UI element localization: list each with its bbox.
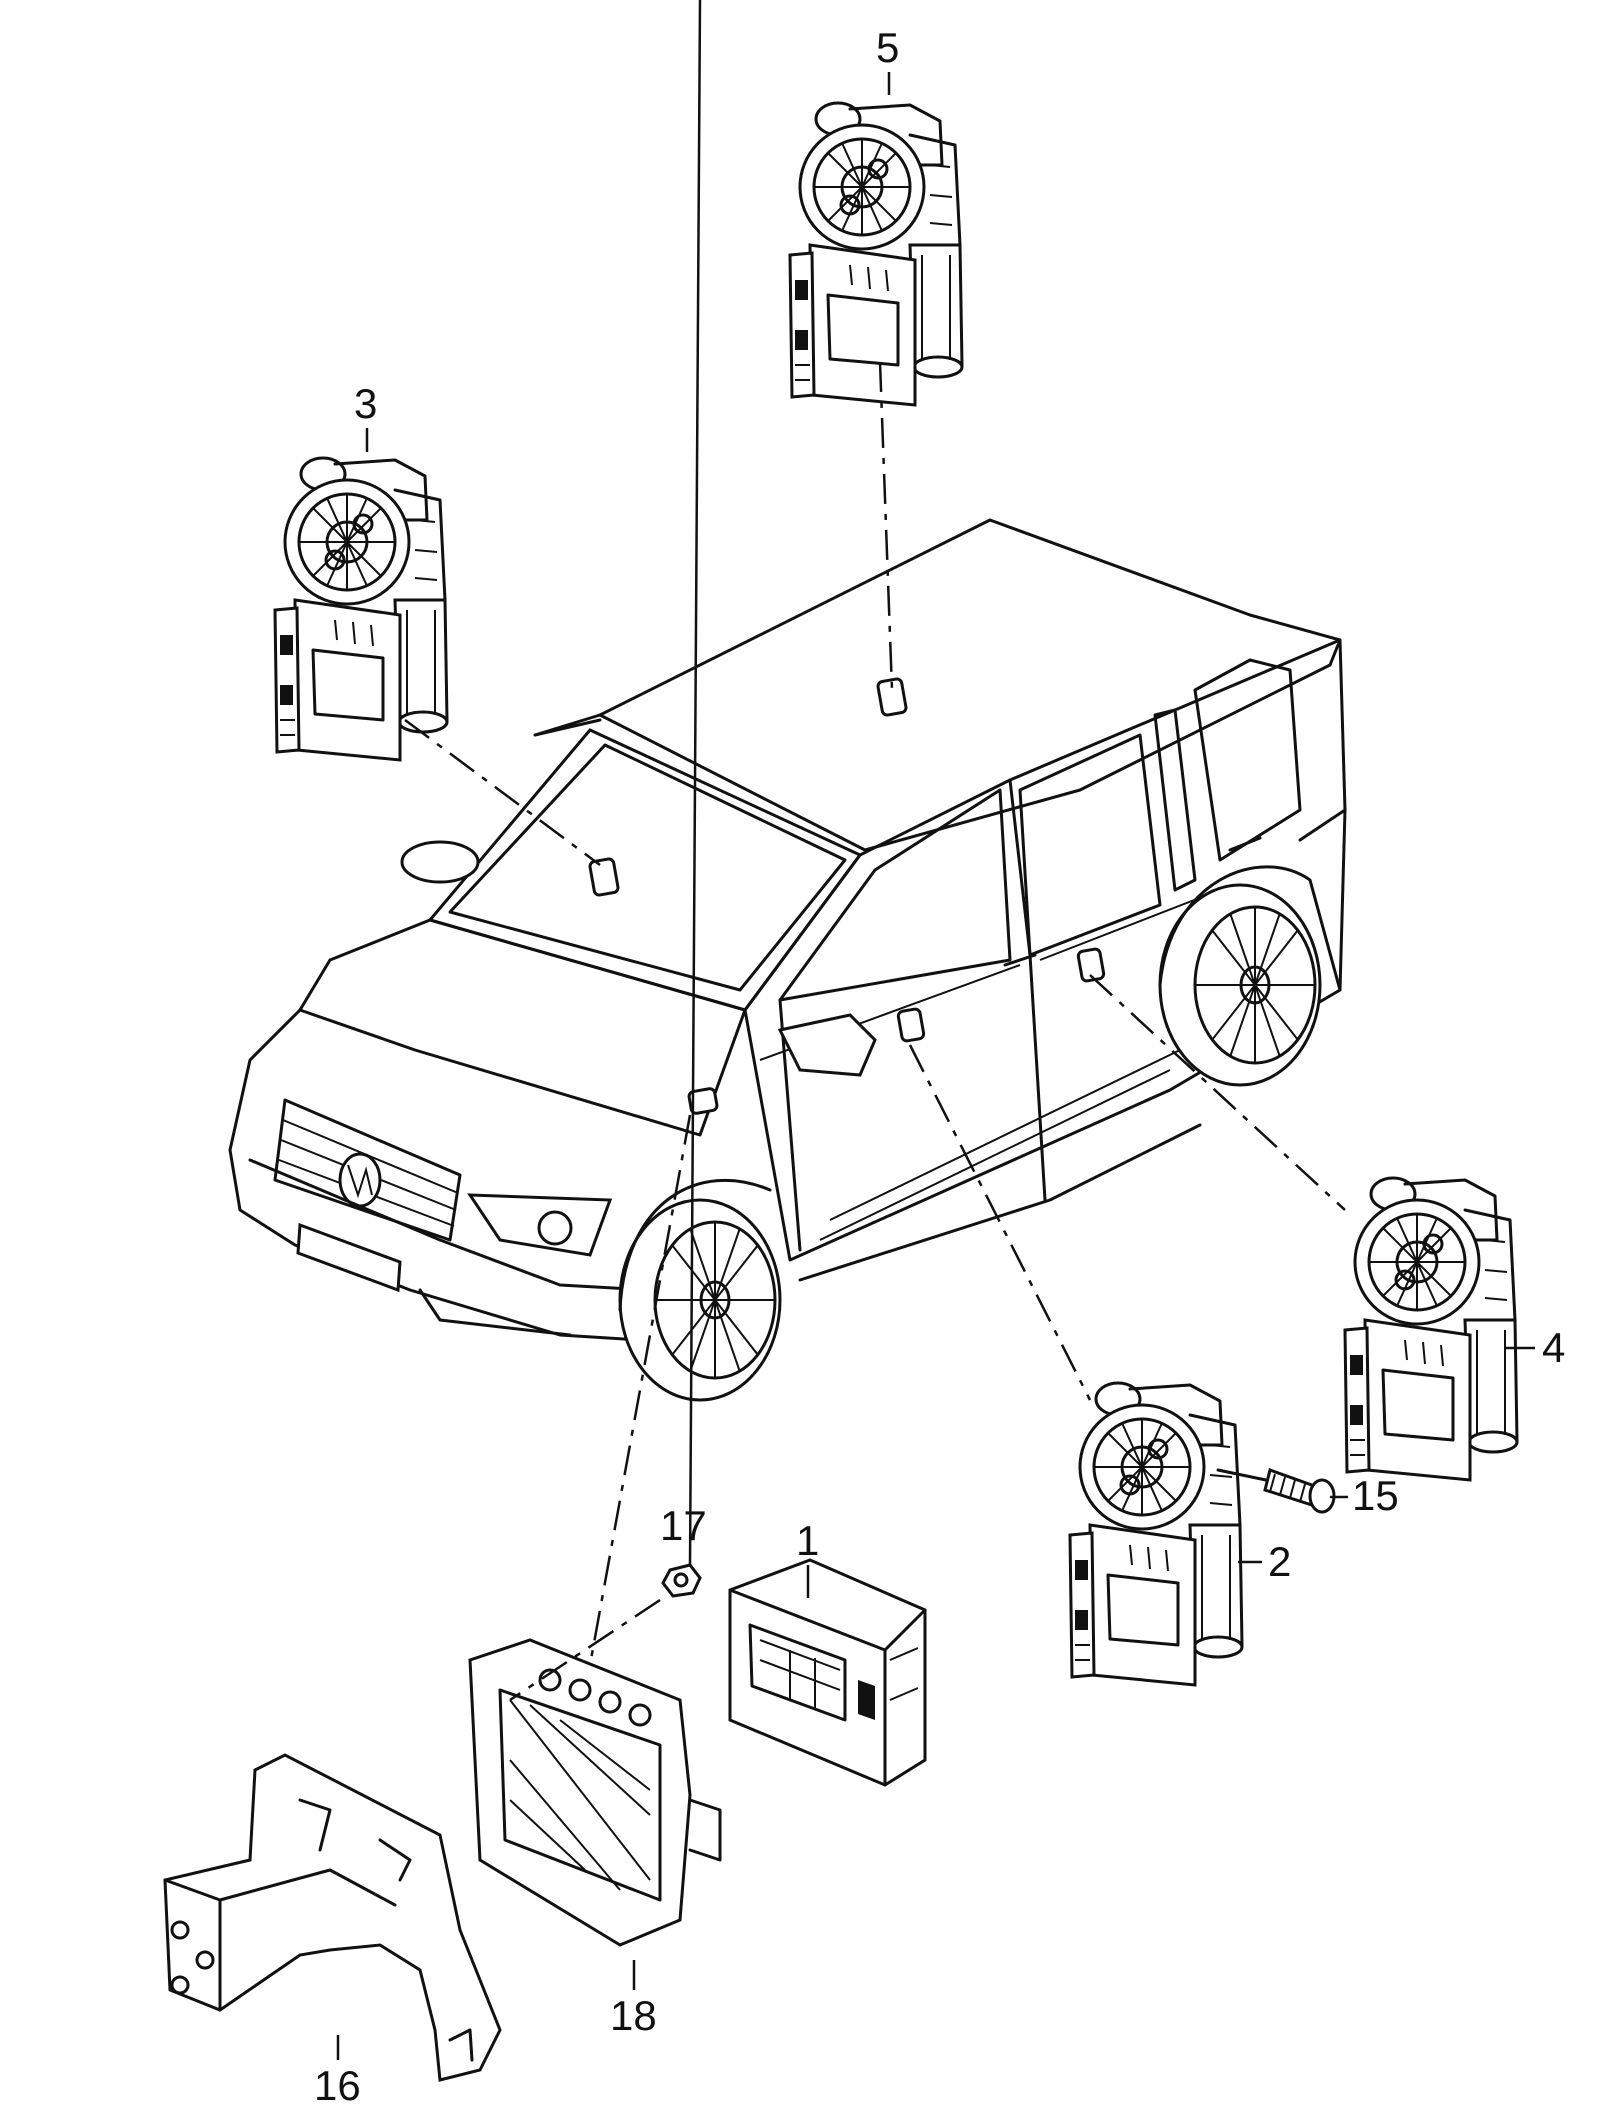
motor-part-5 bbox=[788, 101, 964, 407]
callout-3: 3 bbox=[354, 380, 377, 427]
leader-lines bbox=[404, 361, 1346, 1702]
motor-part-2 bbox=[1068, 1381, 1244, 1687]
callout-2: 2 bbox=[1268, 1538, 1291, 1585]
callout-leaders bbox=[336, 0, 1535, 2060]
callout-labels: 5 3 4 15 2 1 17 18 16 bbox=[314, 24, 1565, 2109]
holder-part-18 bbox=[468, 1638, 722, 1947]
callout-4: 4 bbox=[1542, 1324, 1565, 1371]
callout-16: 16 bbox=[314, 2062, 361, 2109]
screw-part-15 bbox=[1216, 1468, 1336, 1514]
control-unit-part-1 bbox=[728, 1558, 927, 1787]
callout-5: 5 bbox=[876, 24, 899, 71]
callout-1: 1 bbox=[796, 1517, 819, 1564]
motor-part-3 bbox=[273, 456, 449, 762]
vehicle-outline bbox=[228, 518, 1347, 1402]
callout-18: 18 bbox=[610, 1992, 657, 2039]
motor-part-4 bbox=[1343, 1176, 1519, 1482]
bracket-part-16 bbox=[163, 1753, 502, 2082]
callout-15: 15 bbox=[1352, 1472, 1399, 1519]
location-markers bbox=[588, 677, 1106, 1115]
nut-part-17 bbox=[661, 1563, 702, 1598]
callout-17: 17 bbox=[660, 1502, 707, 1549]
